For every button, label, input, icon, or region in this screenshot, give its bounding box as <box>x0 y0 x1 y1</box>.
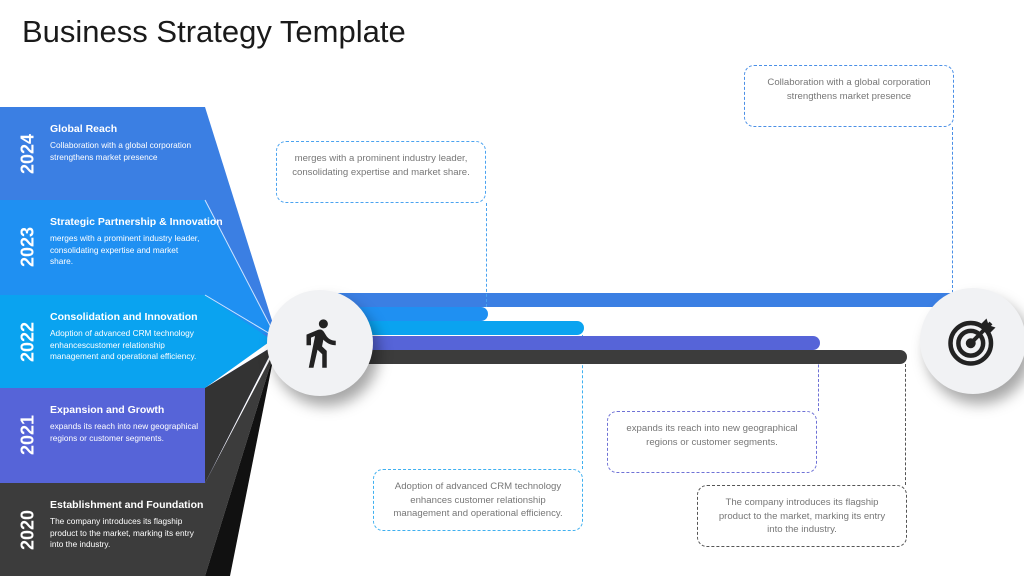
callout-connector <box>905 364 906 485</box>
callout-2024: Collaboration with a global corporation … <box>744 65 954 127</box>
callout-2023: merges with a prominent industry leader,… <box>276 141 486 203</box>
callout-connector <box>486 203 487 307</box>
milestone-heading: Strategic Partnership & Innovation <box>50 216 223 228</box>
band-2020-side <box>205 350 275 576</box>
milestone-description: The company introduces its flagship prod… <box>50 516 194 549</box>
band-2021-side <box>205 345 275 483</box>
year-label: 2021 <box>17 414 38 455</box>
year-label: 2023 <box>17 226 38 267</box>
timeline-bar-2023 <box>330 307 488 321</box>
milestone-heading: Establishment and Foundation <box>50 499 204 511</box>
goal-circle <box>920 288 1024 394</box>
milestone-heading: Consolidation and Innovation <box>50 311 198 323</box>
start-circle <box>267 290 373 396</box>
year-label: 2024 <box>17 133 38 174</box>
year-band-2024: 2024 Global Reach Collaboration with a g… <box>0 107 215 200</box>
target-icon <box>948 318 996 366</box>
timeline-bar-2021 <box>330 336 820 350</box>
timeline-bar-2024 <box>330 293 952 307</box>
timeline-bar-2020 <box>330 350 907 364</box>
milestone-description: Collaboration with a global corporation … <box>50 140 192 162</box>
milestone-description: merges with a prominent industry leader,… <box>50 233 200 266</box>
milestone-description: expands its reach into new geographical … <box>50 421 199 443</box>
year-band-2021: 2021 Expansion and Growth expands its re… <box>0 388 215 481</box>
year-band-2020: 2020 Establishment and Foundation The co… <box>0 483 215 576</box>
callout-connector <box>818 350 819 411</box>
year-band-2022: 2022 Consolidation and Innovation Adopti… <box>0 295 215 388</box>
year-band-2023: 2023 Strategic Partnership & Innovation … <box>0 200 223 293</box>
timeline-bar-2022 <box>330 321 584 335</box>
callout-connector <box>582 335 583 469</box>
callout-2022: Adoption of advanced CRM technology enha… <box>373 469 583 531</box>
year-label: 2020 <box>17 509 38 550</box>
band-2020-shape <box>0 350 275 576</box>
callout-2020: The company introduces its flagship prod… <box>697 485 907 547</box>
page-title: Business Strategy Template <box>22 14 406 49</box>
milestone-description: Adoption of advanced CRM technology enha… <box>50 328 197 361</box>
running-person-icon <box>306 319 336 368</box>
milestone-heading: Expansion and Growth <box>50 404 165 416</box>
year-label: 2022 <box>17 321 38 362</box>
callout-2021: expands its reach into new geographical … <box>607 411 817 473</box>
milestone-heading: Global Reach <box>50 123 118 135</box>
callout-connector <box>952 127 953 293</box>
band-2022-shape <box>0 295 272 388</box>
